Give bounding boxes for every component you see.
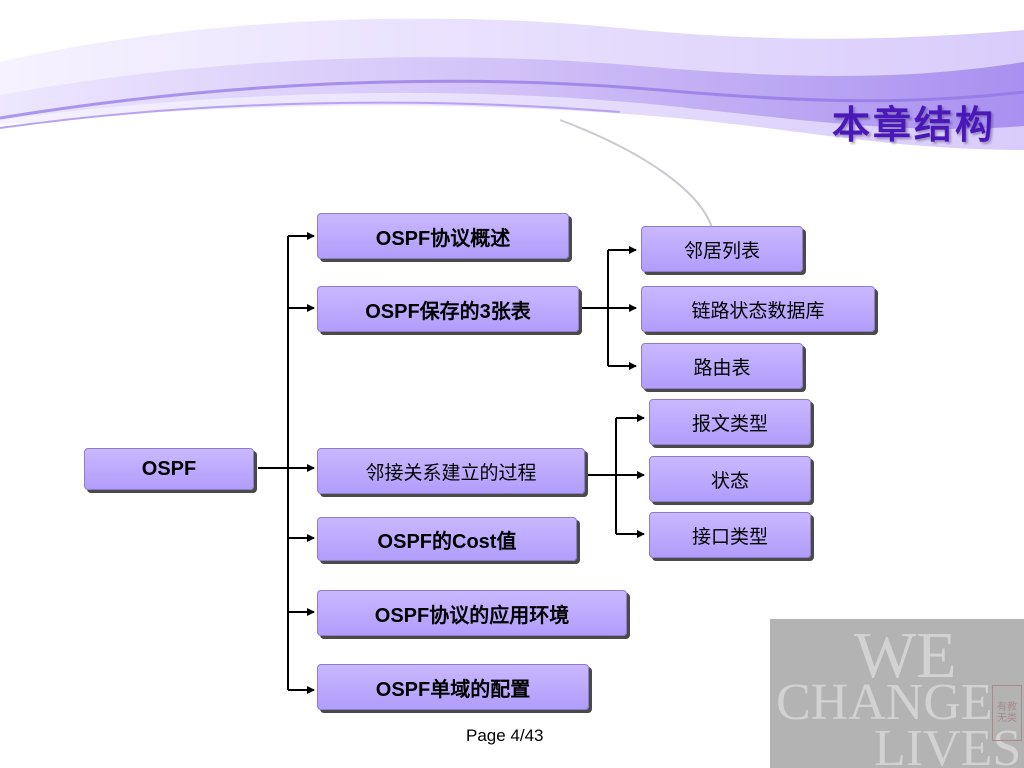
branch-three-tables: OSPF保存的3张表 — [317, 286, 579, 332]
branch-protocol-overview: OSPF协议概述 — [317, 213, 569, 259]
node-neighbor-list: 邻居列表 — [641, 226, 803, 272]
header-swoosh — [0, 18, 1024, 229]
branch-adjacency-process: 邻接关系建立的过程 — [317, 448, 585, 494]
page-number: Page 4/43 — [466, 726, 544, 745]
node-routing-table: 路由表 — [641, 343, 803, 389]
branch-cost-value: OSPF的Cost值 — [317, 517, 577, 561]
branch-application-environment: OSPF协议的应用环境 — [317, 590, 627, 636]
root-node-ospf: OSPF — [84, 448, 254, 490]
node-packet-types: 报文类型 — [649, 399, 811, 445]
slide-title: 本章结构 — [831, 102, 996, 147]
node-link-state-database: 链路状态数据库 — [641, 286, 875, 332]
branch-single-area-config: OSPF单域的配置 — [317, 664, 589, 710]
watermark-line-2: CHANGE — [776, 674, 993, 731]
node-neighbor-states: 状态 — [649, 456, 811, 502]
watermark-logo: WE CHANGE LIVES 有教无类 — [770, 619, 1024, 768]
watermark-line-1: WE — [854, 619, 957, 692]
watermark-line-3: LIVES — [874, 720, 1022, 768]
watermark-seal: 有教无类 — [992, 685, 1022, 741]
node-interface-types: 接口类型 — [649, 512, 811, 558]
